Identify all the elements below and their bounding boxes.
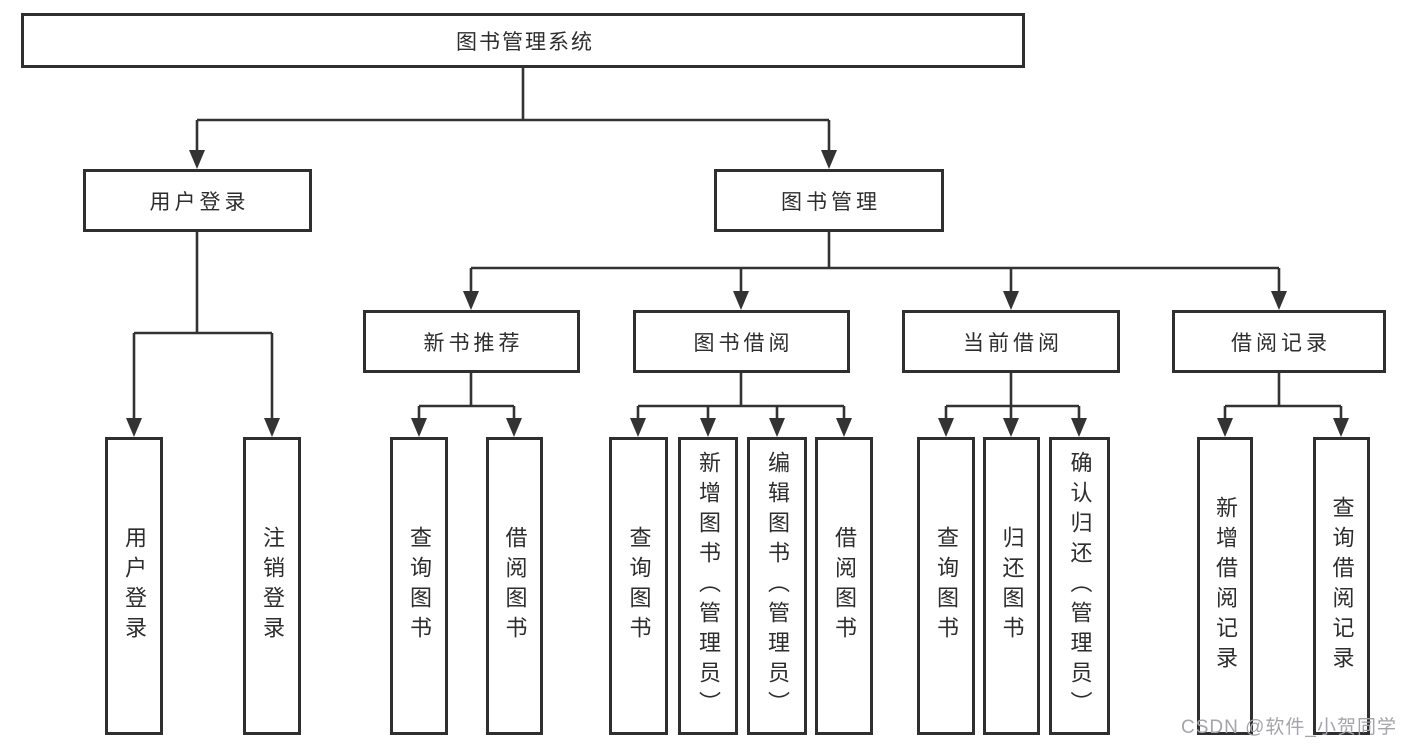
node-leaf-cb-confirm: 确认归还（管理员） <box>1049 437 1110 735</box>
watermark-text: CSDN @软件_小贺同学 <box>1181 717 1397 738</box>
node-root: 图书管理系统 <box>21 13 1025 68</box>
node-label-leaf-br-query: 查询借阅记录 <box>1329 496 1355 676</box>
arrowhead-icon <box>769 418 785 437</box>
node-label-leaf-bb-edit: 编辑图书（管理员） <box>765 451 790 721</box>
connector-path <box>1223 373 1343 420</box>
arrowhead-icon <box>1217 418 1233 437</box>
connector-path <box>469 232 1281 293</box>
arrowhead-icon <box>463 291 479 310</box>
node-label-new-book-rec: 新书推荐 <box>423 331 524 355</box>
node-new-book-rec: 新书推荐 <box>363 310 580 373</box>
arrowhead-icon <box>1003 418 1019 437</box>
arrowhead-icon <box>821 150 837 169</box>
arrowhead-icon <box>700 418 716 437</box>
node-leaf-user-login: 用户登录 <box>105 437 163 735</box>
connector-path <box>132 232 274 420</box>
node-leaf-br-query: 查询借阅记录 <box>1313 437 1370 735</box>
node-leaf-bb-query: 查询图书 <box>609 437 668 735</box>
node-leaf-cb-query: 查询图书 <box>917 437 975 735</box>
node-label-current-borrow: 当前借阅 <box>963 331 1063 355</box>
arrowhead-icon <box>1071 418 1087 437</box>
arrowhead-icon <box>411 418 427 437</box>
node-label-leaf-logout: 注销登录 <box>260 526 285 646</box>
connector-path <box>195 68 831 152</box>
node-user-login: 用户登录 <box>83 169 312 232</box>
node-label-leaf-nbr-query: 查询图书 <box>407 526 432 646</box>
arrowhead-icon <box>1271 291 1287 310</box>
connector-path <box>417 373 516 420</box>
arrowhead-icon <box>630 418 646 437</box>
node-label-borrow-records: 借阅记录 <box>1231 331 1331 355</box>
node-label-leaf-bb-add: 新增图书（管理员） <box>696 451 721 721</box>
arrowhead-icon <box>1003 291 1019 310</box>
node-leaf-logout: 注销登录 <box>243 437 301 735</box>
node-label-leaf-nbr-borrow: 借阅图书 <box>502 526 528 646</box>
node-label-leaf-cb-query: 查询图书 <box>934 526 959 646</box>
node-label-book-borrow: 图书借阅 <box>693 331 794 355</box>
arrowhead-icon <box>938 418 954 437</box>
node-leaf-nbr-borrow: 借阅图书 <box>486 437 543 735</box>
arrowhead-icon <box>264 418 280 437</box>
node-label-book-mgmt: 图书管理 <box>781 190 881 214</box>
arrowhead-icon <box>836 418 852 437</box>
arrowhead-icon <box>733 291 749 310</box>
node-label-leaf-br-add: 新增借阅记录 <box>1213 496 1238 676</box>
node-borrow-records: 借阅记录 <box>1172 310 1386 373</box>
connector-path <box>944 373 1081 420</box>
node-label-leaf-cb-return: 归还图书 <box>999 526 1025 646</box>
node-leaf-cb-return: 归还图书 <box>983 437 1040 735</box>
node-book-mgmt: 图书管理 <box>714 169 944 232</box>
node-leaf-nbr-query: 查询图书 <box>390 437 448 735</box>
node-leaf-bb-edit: 编辑图书（管理员） <box>747 437 807 735</box>
arrowhead-icon <box>126 418 142 437</box>
node-leaf-bb-add: 新增图书（管理员） <box>678 437 738 735</box>
node-book-borrow: 图书借阅 <box>633 310 850 373</box>
node-label-leaf-cb-confirm: 确认归还（管理员） <box>1067 451 1093 721</box>
node-label-leaf-user-login: 用户登录 <box>122 526 147 646</box>
arrowhead-icon <box>189 150 205 169</box>
arrowhead-icon <box>506 418 522 437</box>
node-label-leaf-bb-query: 查询图书 <box>626 526 652 646</box>
node-current-borrow: 当前借阅 <box>902 310 1120 373</box>
node-label-user-login: 用户登录 <box>149 190 250 214</box>
node-label-root: 图书管理系统 <box>456 30 594 54</box>
arrowhead-icon <box>1333 418 1349 437</box>
connector-path <box>636 373 846 420</box>
node-leaf-bb-borrow: 借阅图书 <box>815 437 873 735</box>
node-leaf-br-add: 新增借阅记录 <box>1197 437 1253 735</box>
node-label-leaf-bb-borrow: 借阅图书 <box>832 526 857 646</box>
